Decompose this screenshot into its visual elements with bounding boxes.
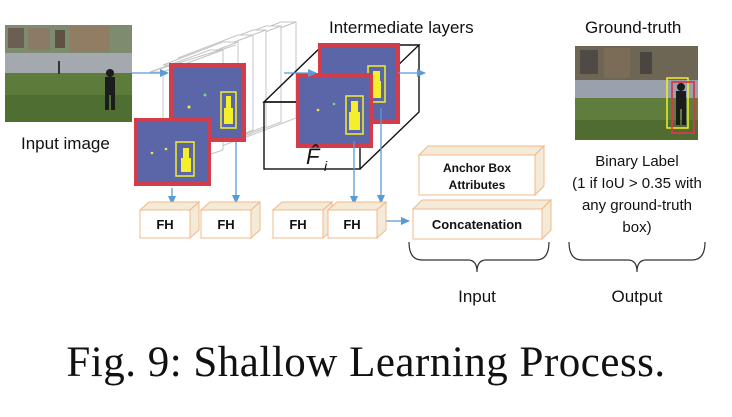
fh-label-2: FH [217,217,234,232]
concatenation-label: Concatenation [432,217,522,232]
feature-map-1 [134,118,211,186]
concatenation-box: Concatenation [411,198,553,241]
flow-arrows [132,69,426,225]
input-image [5,25,132,122]
binary-label-line-4: box) [622,219,651,236]
fh-label-3: FH [289,217,306,232]
input-brace-label: Input [458,287,496,306]
figure-caption: Fig. 9: Shallow Learning Process. [66,339,666,386]
ground-truth-image [575,46,698,140]
fh-box-2: FH [199,200,262,240]
output-brace-label: Output [611,287,662,306]
anchor-box-attributes-box: Anchor Box Attributes [417,144,546,197]
fh-label-4: FH [343,217,360,232]
binary-label-text: Binary Label (1 if IoU > 0.35 with any g… [572,153,702,236]
feature-map-3 [296,73,373,148]
f-hat-label: F̂ i [306,144,328,174]
binary-label-line-1: Binary Label [595,153,678,170]
fh-box-1: FH [138,200,201,240]
svg-text:F̂: F̂ [306,144,321,169]
output-brace [568,241,706,273]
intermediate-stack [262,43,421,170]
binary-label-line-2: (1 if IoU > 0.35 with [572,175,702,192]
ground-truth-label: Ground-truth [585,18,681,37]
svg-text:i: i [324,158,328,174]
input-brace [408,241,550,273]
fh-box-3: FH [271,200,334,240]
binary-label-line-3: any ground-truth [582,197,692,214]
fh-box-4: FH [326,200,388,240]
intermediate-layers-label: Intermediate layers [329,18,474,37]
anchor-box-label-2: Attributes [449,178,506,192]
anchor-box-label-1: Anchor Box [443,161,511,175]
input-image-label: Input image [21,134,110,153]
fh-label-1: FH [156,217,173,232]
